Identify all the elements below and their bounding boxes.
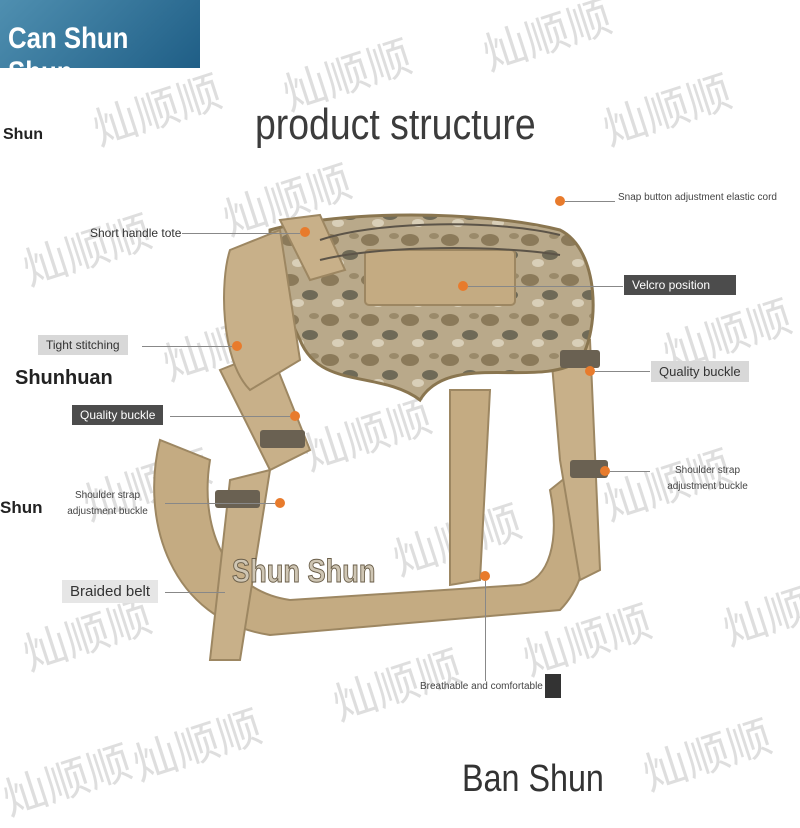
callout-handle: Short handle tote (90, 226, 182, 240)
side-label: Shunhuan (15, 367, 113, 389)
watermark: 灿顺顺 (716, 566, 800, 656)
callout-dot (275, 498, 285, 508)
callout-dot (600, 466, 610, 476)
callout-dot (232, 341, 242, 351)
callout-line (595, 371, 650, 372)
bottom-watermark-text: Ban Shun (462, 758, 604, 800)
brand-banner: Can Shun Shun (0, 0, 200, 89)
callout-stitching: Tight stitching (38, 335, 128, 355)
watermark: 灿顺顺 (0, 736, 139, 826)
callout-line (565, 201, 615, 202)
watermark: 灿顺顺 (636, 711, 779, 801)
callout-dot (290, 411, 300, 421)
callout-line (182, 233, 300, 234)
side-label: Shun (3, 126, 43, 143)
watermark: 灿顺顺 (476, 0, 619, 81)
callout-line (142, 346, 232, 347)
callout-elastic-cord: Snap button adjustment elastic cord (618, 192, 777, 203)
overlay-watermark-text: Shun Shun (232, 553, 376, 590)
callout-shoulder-left: Shoulder strap adjustment buckle (67, 490, 148, 517)
callout-buckle-right: Quality buckle (651, 361, 749, 382)
callout-braided-belt: Braided belt (62, 580, 159, 603)
callout-dot (300, 227, 310, 237)
brand-name: Can Shun Shun (8, 22, 129, 89)
callout-buckle-left: Quality buckle (72, 405, 164, 425)
callout-line (165, 503, 275, 504)
page-title: product structure (255, 100, 536, 149)
callout-shoulder-right: Shoulder strap adjustment buckle (667, 465, 748, 492)
callout-line (610, 471, 650, 472)
watermark: 灿顺顺 (126, 701, 269, 791)
callout-dot (585, 366, 595, 376)
callout-line (485, 581, 486, 681)
callout-dot (458, 281, 468, 291)
callout-lining: Breathable and comfortable lin (420, 681, 556, 692)
callout-line (468, 286, 623, 287)
dog-harness-image (153, 213, 608, 661)
side-label: Shun (0, 498, 43, 517)
callout-dot (480, 571, 490, 581)
callout-line (170, 416, 290, 417)
watermark: 灿顺顺 (596, 66, 739, 156)
callout-dot (555, 196, 565, 206)
callout-line (165, 592, 225, 593)
callout-velcro: Velcro position (624, 275, 736, 295)
callout-marker (545, 674, 561, 698)
